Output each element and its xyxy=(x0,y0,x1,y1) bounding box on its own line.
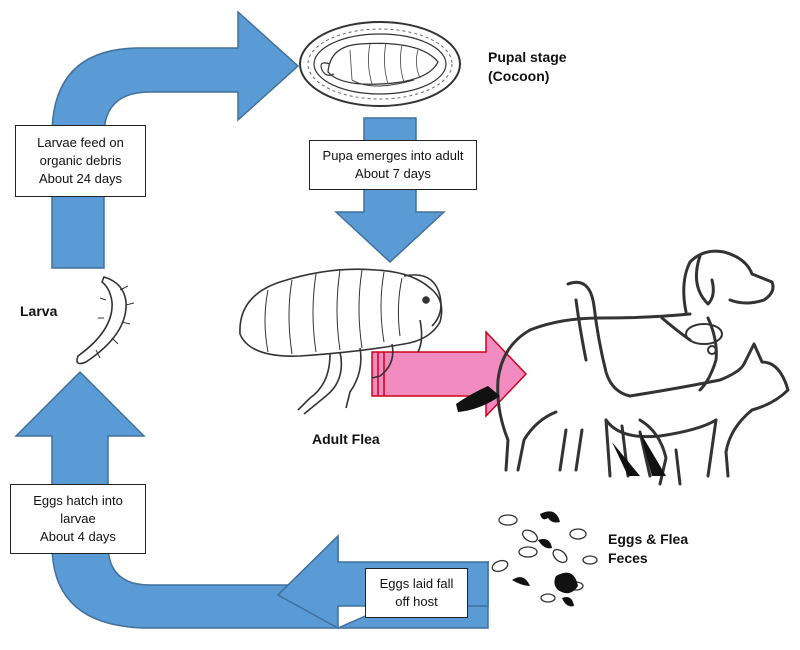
arrow-eggs-to-larva xyxy=(14,370,489,629)
larvae-feed-line3: About 24 days xyxy=(38,171,123,186)
adult-flea-label-text: Adult Flea xyxy=(312,431,380,447)
eggs-laid-line1: Eggs laid fall xyxy=(379,576,454,591)
eggs-hatch-box: Eggs hatch into larvae About 4 days xyxy=(10,484,146,554)
eggs-feces-label: Eggs & Flea Feces xyxy=(608,530,688,568)
eggs-feces-icon xyxy=(491,511,598,607)
larvae-feed-box: Larvae feed on organic debris About 24 d… xyxy=(15,125,146,197)
cat-icon xyxy=(566,280,790,478)
pupal-stage-label: Pupal stage (Cocoon) xyxy=(488,48,567,86)
arrow-larva-to-pupa xyxy=(51,10,300,269)
eggs-hatch-line3: About 4 days xyxy=(40,529,116,544)
arrow-pupa-to-adult xyxy=(334,117,446,264)
larva-label-text: Larva xyxy=(20,303,58,319)
eggs-hatch-line2: larvae xyxy=(60,511,96,526)
pupa-emerges-line1: Pupa emerges into adult xyxy=(322,148,464,163)
larva-icon xyxy=(76,276,135,365)
host-shadow xyxy=(456,386,666,476)
adult-flea-label: Adult Flea xyxy=(312,430,380,449)
eggs-feces-line2: Feces xyxy=(608,550,648,566)
flea-icon xyxy=(239,268,443,415)
larva-label: Larva xyxy=(20,302,57,321)
eggs-hatch-line1: Eggs hatch into xyxy=(33,493,123,508)
larvae-feed-line1: Larvae feed on xyxy=(37,135,124,150)
eggs-laid-line2: off host xyxy=(395,594,438,609)
pupa-emerges-line2: About 7 days xyxy=(355,166,431,181)
dog-icon xyxy=(496,249,775,486)
pupa-emerges-box: Pupa emerges into adult About 7 days xyxy=(309,140,477,190)
eggs-laid-box: Eggs laid fall off host xyxy=(365,568,468,618)
cocoon-icon xyxy=(299,21,461,107)
larvae-feed-line2: organic debris xyxy=(39,153,122,168)
pupal-stage-line1: Pupal stage xyxy=(488,49,567,65)
pupal-stage-line2: (Cocoon) xyxy=(488,68,550,84)
eggs-feces-line1: Eggs & Flea xyxy=(608,531,689,547)
